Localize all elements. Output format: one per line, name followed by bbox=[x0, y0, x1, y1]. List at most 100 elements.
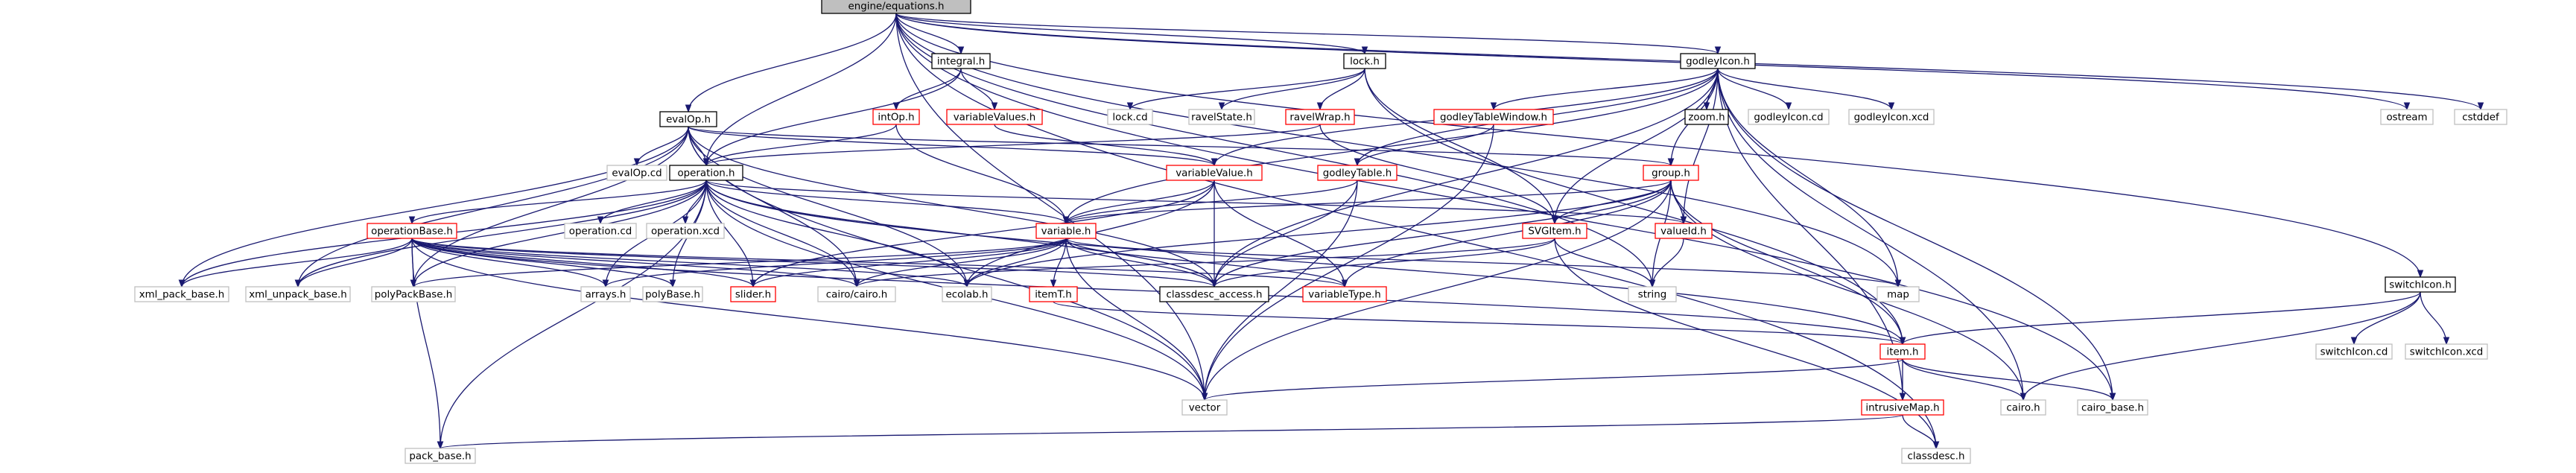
edge-godleyTableWindow-to-godleyTable bbox=[1354, 124, 1494, 167]
node-cairoh[interactable]: cairo.h bbox=[2000, 399, 2046, 416]
node-godleyTable[interactable]: godleyTable.h bbox=[1317, 165, 1398, 181]
node-box bbox=[1748, 109, 1830, 125]
edge-variable-to-arrays bbox=[602, 238, 1067, 288]
edge-evalOp-to-group bbox=[688, 126, 1675, 167]
node-itemT[interactable]: itemT.h bbox=[1029, 286, 1078, 302]
node-cairocairo[interactable]: cairo/cairo.h bbox=[817, 286, 896, 302]
edge-equations-to-switchIcon bbox=[895, 13, 2424, 279]
node-classdesc_access[interactable]: classdesc_access.h bbox=[1159, 286, 1269, 302]
node-label: switchIcon.xcd bbox=[2410, 347, 2484, 358]
edge-variableValues-to-variableValue bbox=[994, 124, 1218, 167]
node-godleyIconxcd[interactable]: godleyIcon.xcd bbox=[1848, 109, 1935, 125]
edge-SVGItem-to-classdesc_access bbox=[1211, 238, 1555, 288]
node-label: vector bbox=[1189, 403, 1221, 414]
node-operationcd[interactable]: operation.cd bbox=[564, 223, 637, 239]
node-box bbox=[659, 111, 717, 127]
node-xml_unpack_base[interactable]: xml_unpack_base.h bbox=[245, 286, 351, 302]
node-box bbox=[2315, 343, 2393, 360]
node-switchIconxcd[interactable]: switchIcon.xcd bbox=[2405, 343, 2488, 360]
node-lock[interactable]: lock.h bbox=[1343, 53, 1386, 69]
node-arrays[interactable]: arrays.h bbox=[580, 286, 631, 302]
node-box bbox=[1285, 109, 1355, 125]
node-string[interactable]: string bbox=[1628, 286, 1677, 302]
node-valueId[interactable]: valueId.h bbox=[1655, 223, 1713, 239]
node-integral[interactable]: integral.h bbox=[931, 53, 991, 69]
node-cstddef[interactable]: cstddef bbox=[2454, 109, 2507, 125]
node-ravelWrap[interactable]: ravelWrap.h bbox=[1285, 109, 1355, 125]
edge-variable-to-polyPackBase bbox=[410, 238, 1067, 288]
node-ecolab[interactable]: ecolab.h bbox=[942, 286, 992, 302]
node-variable[interactable]: variable.h bbox=[1035, 223, 1097, 239]
node-operation[interactable]: operation.h bbox=[669, 165, 743, 181]
node-box bbox=[1181, 399, 1228, 416]
node-map[interactable]: map bbox=[1877, 286, 1920, 302]
node-label: integral.h bbox=[937, 57, 985, 68]
node-box bbox=[405, 448, 476, 464]
edge-godleyIcon-to-godleyIconxcd bbox=[1717, 68, 1895, 111]
edge-SVGItem-to-cairocairo bbox=[853, 238, 1555, 288]
node-label: ravelState.h bbox=[1191, 112, 1252, 124]
node-box bbox=[1522, 223, 1587, 239]
edge-switchIcon-to-switchIconxcd bbox=[2420, 291, 2450, 346]
edge-operationBase-to-slider bbox=[411, 238, 757, 288]
node-box bbox=[1901, 448, 1971, 464]
node-variableType[interactable]: variableType.h bbox=[1302, 286, 1387, 302]
node-classdesc[interactable]: classdesc.h bbox=[1901, 448, 1971, 464]
edge-operationBase-to-xml_pack_base bbox=[178, 238, 413, 288]
node-SVGItem[interactable]: SVGItem.h bbox=[1522, 223, 1587, 239]
edge-SVGItem-to-classdesc bbox=[1554, 238, 1940, 450]
edge-switchIcon-to-switchIconcd bbox=[2350, 291, 2421, 346]
node-variableValues[interactable]: variableValues.h bbox=[946, 109, 1043, 125]
node-polyPackBase[interactable]: polyPackBase.h bbox=[371, 286, 456, 302]
node-intOp[interactable]: intOp.h bbox=[872, 109, 920, 125]
node-evalOpcd[interactable]: evalOp.cd bbox=[606, 165, 667, 181]
node-label: evalOp.h bbox=[666, 115, 711, 126]
node-label: cairo.h bbox=[2006, 403, 2040, 414]
edge-equations-to-godleyIcon bbox=[895, 13, 1722, 55]
node-lockcd[interactable]: lock.cd bbox=[1107, 109, 1153, 125]
node-operationxcd[interactable]: operation.xcd bbox=[646, 223, 725, 239]
node-box bbox=[1029, 286, 1078, 302]
edge-variable-to-map bbox=[1065, 238, 1902, 288]
node-item[interactable]: item.h bbox=[1879, 343, 1926, 360]
node-box bbox=[245, 286, 351, 302]
node-label: zoom.h bbox=[1688, 112, 1725, 124]
node-godleyTableWindow[interactable]: godleyTableWindow.h bbox=[1433, 109, 1554, 125]
node-xml_pack_base[interactable]: xml_pack_base.h bbox=[134, 286, 229, 302]
edge-item-to-cairo_base bbox=[1902, 358, 2116, 401]
node-cairo_base[interactable]: cairo_base.h bbox=[2077, 399, 2148, 416]
node-group[interactable]: group.h bbox=[1643, 165, 1699, 181]
node-label: cairo_base.h bbox=[2081, 403, 2144, 414]
node-godleyIcon[interactable]: godleyIcon.h bbox=[1680, 53, 1756, 69]
node-label: valueId.h bbox=[1660, 226, 1707, 238]
node-zoom[interactable]: zoom.h bbox=[1684, 109, 1729, 125]
node-switchIconcd[interactable]: switchIcon.cd bbox=[2315, 343, 2393, 360]
node-box bbox=[2385, 276, 2456, 293]
node-slider[interactable]: slider.h bbox=[730, 286, 776, 302]
edge-group-to-item bbox=[1670, 180, 1906, 346]
edge-integral-to-variableValues bbox=[960, 68, 998, 111]
node-switchIcon[interactable]: switchIcon.h bbox=[2385, 276, 2456, 293]
node-box bbox=[564, 223, 637, 239]
node-box bbox=[1159, 286, 1269, 302]
node-polyBase[interactable]: polyBase.h bbox=[642, 286, 703, 302]
node-label: cairo/cairo.h bbox=[826, 290, 887, 301]
node-label: item.h bbox=[1887, 347, 1919, 358]
node-box bbox=[669, 165, 743, 181]
node-godleyIconcd[interactable]: godleyIcon.cd bbox=[1748, 109, 1830, 125]
node-ravelState[interactable]: ravelState.h bbox=[1188, 109, 1255, 125]
node-pack_base[interactable]: pack_base.h bbox=[405, 448, 476, 464]
node-variableValue[interactable]: variableValue.h bbox=[1166, 165, 1263, 181]
edge-lock-to-lockcd bbox=[1126, 68, 1365, 111]
node-box bbox=[1680, 53, 1756, 69]
node-intrusiveMap[interactable]: intrusiveMap.h bbox=[1861, 399, 1944, 416]
edge-evalOp-to-variableValue bbox=[688, 126, 1218, 167]
node-ostream[interactable]: ostream bbox=[2380, 109, 2434, 125]
node-box bbox=[1684, 109, 1729, 125]
node-evalOp[interactable]: evalOp.h bbox=[659, 111, 717, 127]
node-box bbox=[606, 165, 667, 181]
node-label: evalOp.cd bbox=[612, 168, 662, 180]
node-vector[interactable]: vector bbox=[1181, 399, 1228, 416]
node-operationBase[interactable]: operationBase.h bbox=[367, 223, 457, 239]
edge-switchIcon-to-cairoh bbox=[2020, 291, 2421, 401]
